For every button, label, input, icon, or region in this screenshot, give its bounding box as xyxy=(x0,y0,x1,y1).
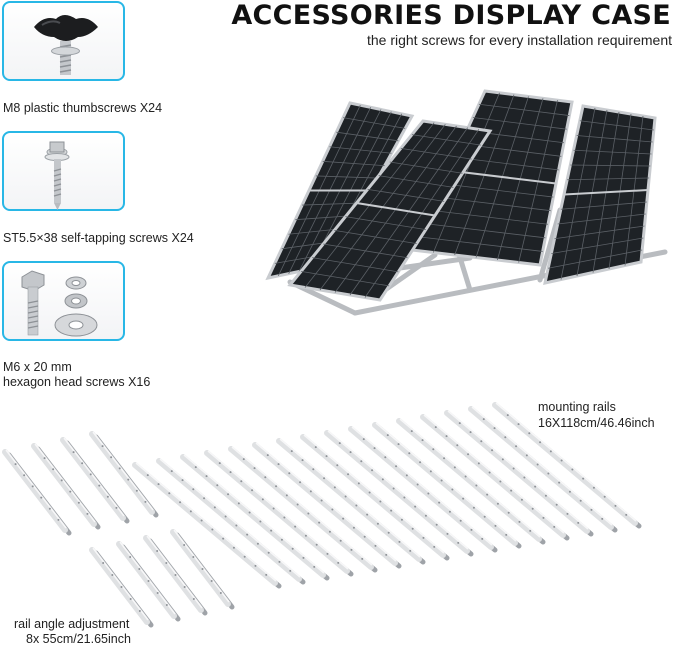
angle-rail xyxy=(2,449,72,536)
mounting-rail xyxy=(300,434,450,561)
accessory-label-thumbscrew: M8 plastic thumbscrews X24 xyxy=(3,101,163,115)
accessory-card-thumbscrew xyxy=(2,1,125,81)
thumbscrew-icon xyxy=(34,15,98,75)
accessory-card-self-tapping xyxy=(2,131,125,211)
mounting-rail xyxy=(444,410,594,537)
angle-rail xyxy=(89,431,159,518)
angle-rails-name: rail angle adjustment xyxy=(14,617,130,631)
mounting-rails-spec: 16X118cm/46.46inch xyxy=(538,416,655,430)
mounting-rail xyxy=(492,402,642,529)
solar-panel-illustration xyxy=(265,89,668,316)
angle-rail xyxy=(31,443,101,530)
self-tapping-screw-icon xyxy=(44,141,70,210)
page-subtitle: the right screws for every installation … xyxy=(366,32,672,48)
angle-rails-spec: 8x 55cm/21.65inch xyxy=(26,632,131,646)
mounting-rail xyxy=(468,406,618,533)
mounting-rail xyxy=(180,454,330,581)
accessory-card-hex-bolt xyxy=(2,261,125,341)
mounting-rail xyxy=(276,438,426,565)
accessory-label-hex-bolt-line2: hexagon head screws X16 xyxy=(3,375,151,389)
mounting-rail xyxy=(372,422,522,549)
mounting-rail xyxy=(420,414,570,541)
accessory-label-hex-bolt-line1: M6 x 20 mm xyxy=(3,360,72,374)
mounting-rail xyxy=(156,458,306,585)
mounting-rails-name: mounting rails xyxy=(538,400,616,414)
angle-rail xyxy=(89,547,154,628)
mounting-rail xyxy=(204,450,354,577)
mounting-rail xyxy=(324,430,474,557)
mounting-rail xyxy=(252,442,402,569)
hex-bolt-icon xyxy=(21,270,98,337)
angle-rail xyxy=(60,437,130,524)
mounting-rail xyxy=(132,462,282,589)
solar-panel xyxy=(543,104,657,285)
accessory-label-self-tapping: ST5.5×38 self-tapping screws X24 xyxy=(3,231,194,245)
page-title: ACCESSORIES DISPLAY CASE xyxy=(231,0,671,31)
mounting-rail xyxy=(228,446,378,573)
angle-rail xyxy=(143,535,208,616)
mounting-rail xyxy=(348,426,498,553)
angle-rail xyxy=(170,529,235,610)
angle-rail xyxy=(116,541,181,622)
mounting-rail xyxy=(396,418,546,545)
solar-panel xyxy=(287,119,493,302)
